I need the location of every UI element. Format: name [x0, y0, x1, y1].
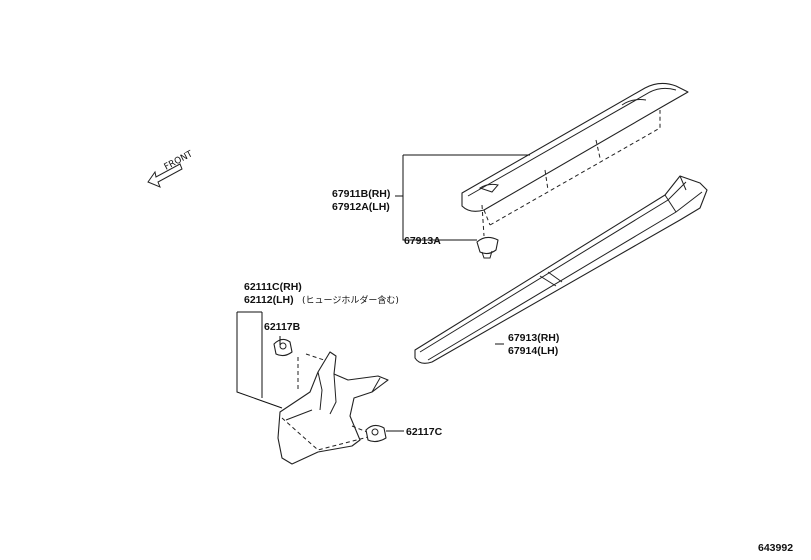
upper-molding-part — [461, 82, 689, 212]
callout-67914: 67914(LH) — [508, 345, 558, 357]
upper-clip-part — [476, 236, 499, 259]
callout-62111c: 62111C(RH) — [244, 281, 302, 293]
callout-62112: 62112(LH) — [244, 294, 294, 306]
clip-c-part — [365, 424, 387, 443]
callout-67913: 67913(RH) — [508, 332, 559, 344]
front-label: FRONT — [163, 149, 195, 172]
callout-62117b: 62117B — [264, 321, 301, 333]
clip-b-part — [273, 338, 293, 357]
callout-67911b: 67911B(RH) — [332, 188, 390, 200]
diagram-id: 643992 — [758, 542, 793, 554]
callout-67912a: 67912A(LH) — [332, 201, 390, 213]
sill-plate-part — [414, 175, 708, 364]
callout-62117c: 62117C — [406, 426, 443, 438]
callout-fuse-holder-note: (ヒュージホルダー含む) — [302, 294, 399, 306]
callout-67913a: 67913A — [404, 235, 441, 247]
front-arrow-icon — [147, 163, 183, 188]
cowl-side-trim-part — [277, 351, 389, 465]
leader-lines — [236, 154, 530, 432]
